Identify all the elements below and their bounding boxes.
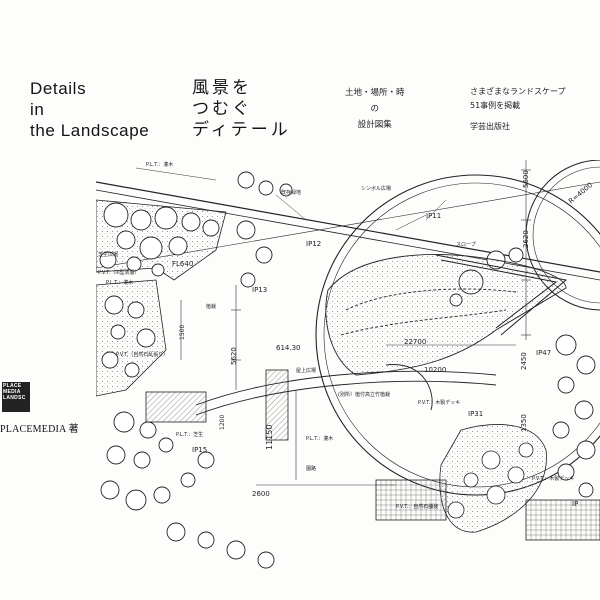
plan-label: IP31 — [468, 410, 483, 418]
placemedia-logo: PLACE MEDIA LANDSC — [2, 382, 30, 412]
central-lawn — [325, 254, 567, 376]
right-trees — [552, 334, 596, 498]
plan-label: P.L.T.：芝生 — [176, 431, 203, 438]
plan-label: 屋上広場 — [296, 367, 316, 374]
plan-label: IP15 — [192, 446, 207, 454]
tagline-line-2: 51事例を掲載 — [470, 101, 521, 110]
plan-label: 園路 — [306, 465, 316, 472]
site-plan-drawing: P.L.T.：灌木 既存緑地 シンボル広場 IP11 スロープ IP12 芝生広… — [96, 160, 600, 569]
plan-label: (別所）植付高立竹植栽 — [338, 391, 390, 398]
plan-label: 芝生広場 — [98, 251, 118, 258]
japanese-title-line-3: ディテール — [192, 120, 291, 140]
plan-label: IP — [572, 500, 578, 508]
plan-label: 2600 — [252, 490, 270, 498]
plan-label: 1200 — [219, 415, 226, 430]
landscape-site-plan: P.L.T.：灌木 既存緑地 シンボル広場 IP11 スロープ IP12 芝生広… — [96, 160, 600, 600]
plan-label: IP11 — [426, 212, 441, 220]
plan-label: P.V.T.：木製デッキ — [532, 475, 574, 482]
arrow-plaza — [435, 254, 568, 336]
logo-line-1: PLACE — [3, 383, 22, 389]
english-title-line-1: Details — [30, 79, 87, 98]
plan-label: 2620 — [522, 230, 530, 248]
plan-label: 5620 — [230, 347, 238, 365]
stair-hatch — [145, 369, 289, 441]
subtitle: 土地・場所・時 の 設計図集 — [345, 85, 405, 133]
plan-label: スロープ — [456, 242, 476, 248]
plan-label: 既存緑地 — [281, 189, 301, 196]
wood-deck — [375, 479, 600, 541]
japanese-title-line-2: つむぐ — [192, 99, 252, 119]
plan-label: 1350 — [520, 414, 528, 432]
subtitle-line-1: 土地・場所・時 — [345, 88, 405, 98]
plan-label: 22700 — [404, 338, 426, 346]
curved-walkway — [195, 364, 497, 416]
subtitle-line-2: の — [370, 104, 380, 114]
plan-label: P.V.T.（自然石乱張り） — [116, 351, 168, 358]
plan-label: P.V.T.：木製デッキ — [418, 399, 460, 406]
plan-label: R=4000 — [567, 181, 594, 205]
logo-line-3: LANDSC — [3, 395, 26, 401]
plan-label: IP13 — [252, 286, 267, 294]
dimension-lines — [180, 160, 531, 486]
leader-lines — [135, 167, 447, 231]
plan-label: 2450 — [520, 352, 528, 370]
author-credit: PLACEMEDIA 著 — [0, 424, 79, 435]
publisher-name: 学芸出版社 — [470, 122, 510, 131]
plan-label: IP47 — [536, 349, 551, 357]
plan-label: 10200 — [424, 366, 446, 374]
japanese-title: 風景を つむぐ ディテール — [192, 78, 291, 141]
plan-label: 1500 — [179, 325, 186, 340]
plan-label: 5600 — [522, 170, 530, 188]
english-title-line-3: the Landscape — [30, 121, 150, 140]
tagline-line-1: さまざまなランドスケープ — [470, 87, 566, 96]
english-title: Details in the Landscape — [30, 78, 149, 141]
japanese-title-line-1: 風景を — [192, 78, 252, 98]
plan-label: P.L.T.：灌木 — [106, 279, 133, 286]
english-title-line-2: in — [30, 100, 45, 119]
plan-label: FL640 — [172, 260, 193, 268]
plan-label: P.V.T.（III型表層） — [98, 269, 140, 276]
logo-line-2: MEDIA — [3, 389, 21, 395]
plan-label: 614.30 — [276, 344, 301, 352]
subtitle-line-3: 設計図集 — [357, 120, 392, 130]
plan-label: 11150 — [265, 425, 274, 450]
plan-label: IP12 — [306, 240, 321, 248]
tagline: さまざまなランドスケープ 51事例を掲載 — [470, 85, 566, 113]
plan-label: P.L.T.：灌木 — [306, 435, 333, 442]
plan-label: P.V.T.：自然石舗装 — [396, 503, 438, 510]
plan-label: P.L.T.：灌木 — [146, 161, 173, 168]
plan-label: シンボル広場 — [361, 185, 391, 192]
plan-label: 植栽 — [206, 303, 216, 310]
